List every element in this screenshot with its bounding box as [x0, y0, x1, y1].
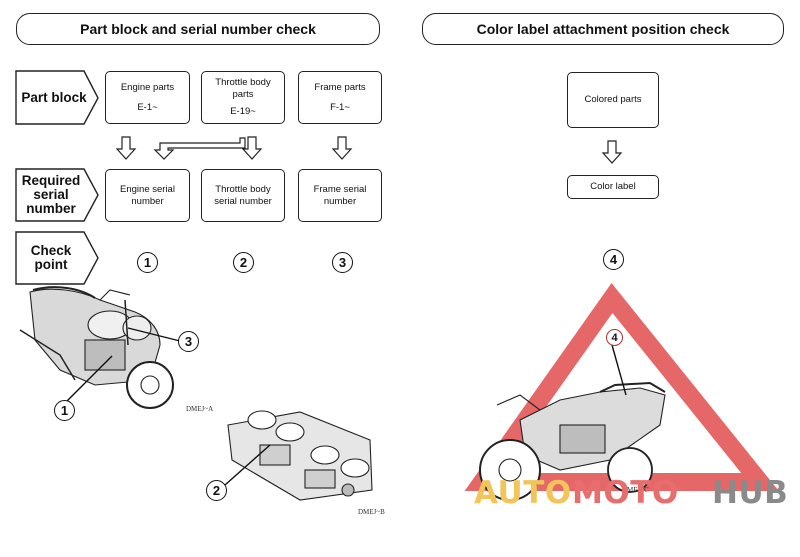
watermark-auto: AUTO [474, 475, 572, 511]
watermark-moto: MOTO [572, 475, 679, 511]
caption-throttle-body: DMEJ~B [358, 508, 385, 516]
color-label-box: Color label [567, 175, 659, 199]
part-block-frame-code: F-1~ [330, 101, 350, 113]
figure-callout-1: 1 [54, 400, 75, 421]
serial-engine: Engine serial number [105, 169, 190, 222]
tag-required-serial [15, 168, 99, 222]
serial-engine-text: Engine serial number [120, 183, 175, 207]
part-block-frame-name: Frame parts [314, 81, 366, 93]
required-serial-label: Required serial number [21, 173, 81, 216]
arrow-bent-throttle-to-engine [153, 137, 246, 160]
arrow-down-frame [331, 136, 353, 160]
motorcycle-illustration [19, 286, 174, 409]
motorcycle-right-illustration [479, 381, 666, 501]
tag-part-block [15, 70, 99, 125]
part-block-frame: Frame parts F-1~ [298, 71, 382, 124]
part-block-engine: Engine parts E-1~ [105, 71, 190, 124]
tag-check-point [15, 231, 99, 285]
check-point-3: 3 [332, 252, 353, 273]
serial-throttle-text: Throttle body serial number [214, 183, 272, 207]
serial-frame-text: Frame serial number [313, 183, 367, 207]
part-block-engine-code: E-1~ [137, 101, 158, 113]
part-block-throttle-code: E-19~ [230, 106, 256, 117]
caption-right-motorcycle: DMEJ~C [622, 486, 649, 494]
check-point-1: 1 [137, 252, 158, 273]
throttle-body-illustration [227, 410, 373, 501]
part-block-label: Part block [21, 89, 87, 105]
part-block-engine-name: Engine parts [120, 81, 175, 93]
figure-callout-2: 2 [206, 480, 227, 501]
serial-frame: Frame serial number [298, 169, 382, 222]
caption-motorcycle: DMEJ~A [186, 405, 214, 413]
color-label-text: Color label [590, 181, 636, 192]
part-block-throttle: Throttle body parts E-19~ [201, 71, 285, 124]
right-panel-title: Color label attachment position check [422, 13, 784, 45]
figure-callout-4: 4 [606, 329, 623, 346]
check-point-label: Check point [30, 243, 72, 272]
right-callout-line [611, 344, 627, 396]
check-point-4: 4 [603, 249, 624, 270]
arrow-down-throttle [241, 136, 263, 160]
motorcycle-callout-lines [65, 327, 181, 403]
watermark-hub: HUB [712, 475, 789, 511]
right-panel-title-text: Color label attachment position check [476, 21, 730, 37]
left-panel-title-text: Part block and serial number check [80, 21, 316, 37]
left-panel-title: Part block and serial number check [16, 13, 380, 45]
check-point-2: 2 [233, 252, 254, 273]
part-block-throttle-name: Throttle body parts [215, 77, 271, 100]
arrow-down-engine [115, 136, 137, 160]
figure-callout-3: 3 [178, 331, 199, 352]
throttle-callout-line [224, 444, 271, 486]
arrow-down-colored [601, 140, 623, 164]
colored-parts-text: Colored parts [584, 94, 642, 105]
colored-parts-box: Colored parts [567, 72, 659, 128]
serial-throttle: Throttle body serial number [201, 169, 285, 222]
